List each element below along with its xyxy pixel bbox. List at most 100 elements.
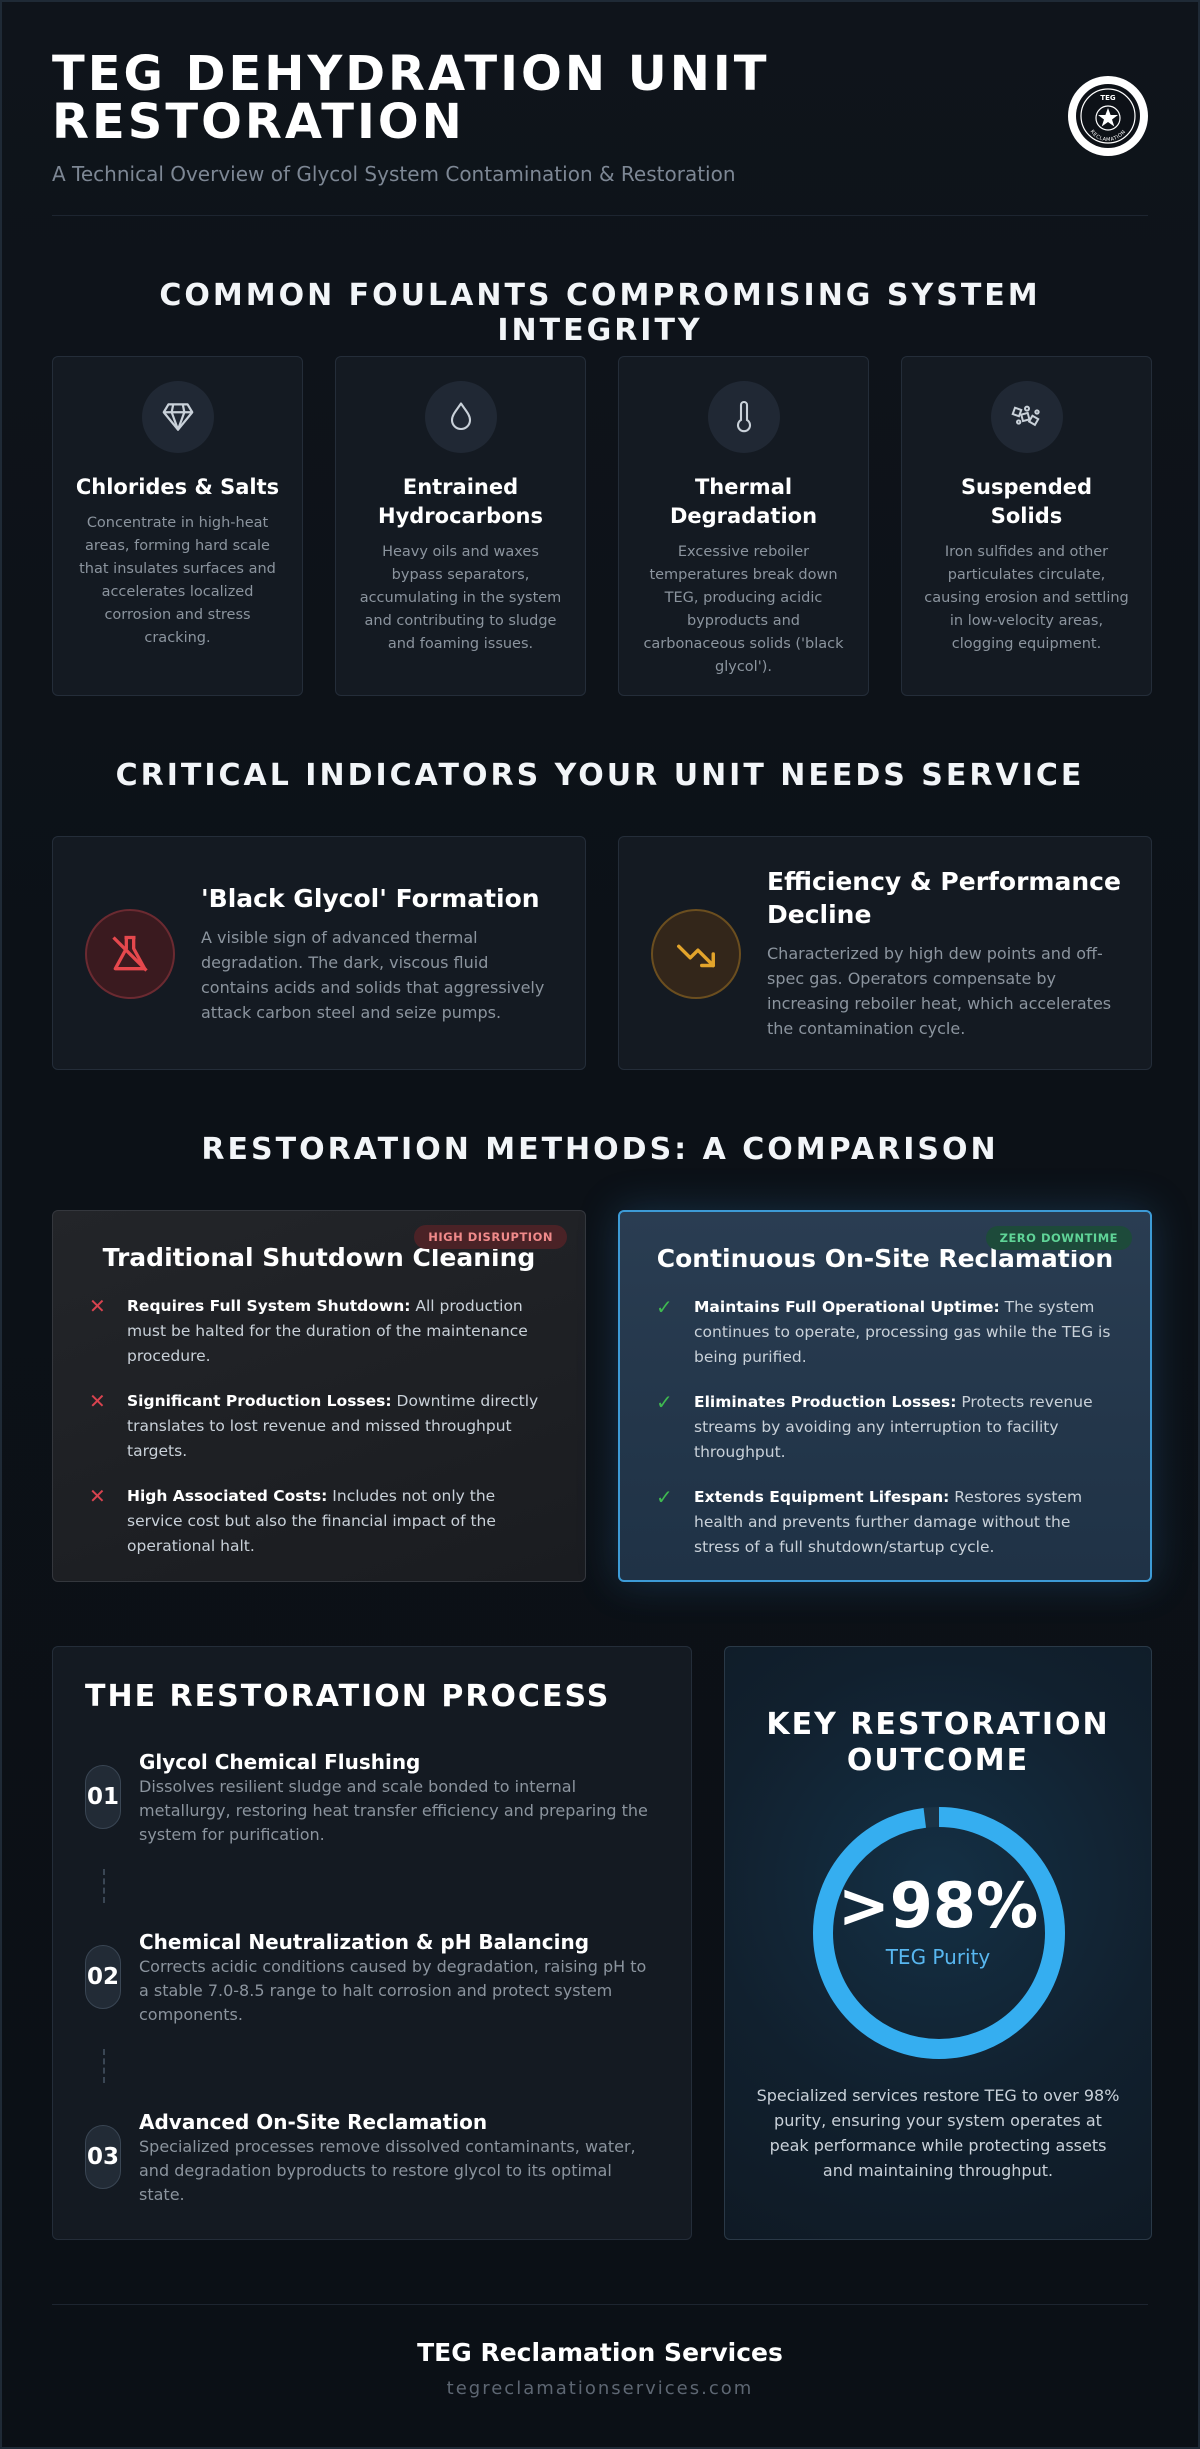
indicator-title: Efficiency & Performance Decline [767,867,1121,929]
foulant-card-solids: Suspended Solids Iron sulfides and other… [901,356,1152,696]
step-connector [103,2049,105,2083]
key-outcome-panel: KEY RESTORATION OUTCOME >98% TEG Purity … [724,1646,1152,2240]
foulant-title: Suspended Solids [960,475,1093,528]
list-item: ✕ Significant Production Losses: Downtim… [83,1389,555,1464]
foulant-card-chlorides: Chlorides & Salts Concentrate in high-he… [52,356,303,696]
logo-top-text: TEG [1100,94,1116,102]
step-desc: Corrects acidic conditions caused by deg… [139,1957,647,2024]
trend-down-icon [651,909,741,999]
page-title: TEG DEHYDRATION UNIT RESTORATION [52,46,770,150]
star-seal-icon: TEG RECLAMATION [1080,88,1136,144]
foulant-desc: Concentrate in high-heat areas, forming … [79,515,276,646]
item-text: All production must be halted for the du… [127,1297,528,1365]
zero-downtime-badge: ZERO DOWNTIME [985,1226,1132,1250]
indicator-card-black-glycol: 'Black Glycol' Formation A visible sign … [52,836,586,1070]
indicator-desc: Characterized by high dew points and off… [767,944,1112,1038]
process-step-3: 03 Advanced On-Site Reclamation Speciali… [85,2109,651,2229]
foulant-desc: Excessive reboiler temperatures break do… [643,544,844,675]
footer-divider [52,2304,1148,2305]
outcome-label: TEG Purity [885,1945,991,1969]
indicator-desc: A visible sign of advanced thermal degra… [201,927,545,1022]
continuous-reclamation-card: ZERO DOWNTIME Continuous On-Site Reclama… [618,1210,1152,1582]
step-title: Glycol Chemical Flushing [139,1750,421,1774]
step-text: Glycol Chemical Flushing Dissolves resil… [139,1749,651,1847]
item-heading: Maintains Full Operational Uptime: [694,1298,1000,1316]
foulant-desc: Iron sulfides and other particulates cir… [924,544,1129,652]
particles-icon [990,381,1063,453]
process-title: THE RESTORATION PROCESS [85,1679,611,1714]
step-desc: Dissolves resilient sludge and scale bon… [139,1777,648,1844]
item-heading: Significant Production Losses: [127,1392,392,1410]
list-item: ✕ High Associated Costs: Includes not on… [83,1484,555,1559]
foulant-title: Chlorides & Salts [75,475,280,499]
item-heading: High Associated Costs: [127,1487,328,1505]
logo-bottom-text: RECLAMATION [1089,129,1127,143]
footer-website-link[interactable]: tegreclamationservices.com [446,2378,754,2399]
foulant-title: Thermal Degradation [669,475,818,528]
step-number: 02 [85,1945,121,2009]
svg-text:RECLAMATION: RECLAMATION [1089,129,1128,143]
foulant-card-thermal: Thermal Degradation Excessive reboiler t… [618,356,869,696]
step-desc: Specialized processes remove dissolved c… [139,2137,636,2204]
foulants-grid: Chlorides & Salts Concentrate in high-he… [52,356,1152,696]
check-mark-icon: ✓ [656,1390,673,1414]
step-title: Advanced On-Site Reclamation [139,2110,488,2134]
item-text: Includes not only the service cost but a… [127,1487,496,1555]
process-step-1: 01 Glycol Chemical Flushing Dissolves re… [85,1749,651,1869]
item-text: Protects revenue streams by avoiding any… [694,1393,1093,1461]
list-item: ✓ Extends Equipment Lifespan: Restores s… [650,1485,1120,1560]
foulant-desc: Heavy oils and waxes bypass separators, … [359,544,562,652]
step-number: 03 [85,2125,121,2189]
foulant-title: Entrained Hydrocarbons [378,475,543,528]
item-text: Downtime directly translates to lost rev… [127,1392,539,1460]
check-mark-icon: ✓ [656,1295,673,1319]
comparison-grid: HIGH DISRUPTION Traditional Shutdown Cle… [52,1210,1152,1582]
list-item: ✓ Maintains Full Operational Uptime: The… [650,1295,1120,1370]
logo-seal: TEG RECLAMATION [1076,84,1140,148]
x-mark-icon: ✕ [89,1484,106,1508]
page-subtitle: A Technical Overview of Glycol System Co… [52,162,736,186]
comparison-section-title: RESTORATION METHODS: A COMPARISON [201,1132,999,1167]
droplet-icon [424,381,497,453]
outcome-title: KEY RESTORATION OUTCOME [766,1707,1110,1778]
item-heading: Extends Equipment Lifespan: [694,1488,950,1506]
list-item: ✕ Requires Full System Shutdown: All pro… [83,1294,555,1369]
company-logo: TEG RECLAMATION [1068,76,1148,156]
gem-icon [141,381,214,453]
check-mark-icon: ✓ [656,1485,673,1509]
indicators-grid: 'Black Glycol' Formation A visible sign … [52,836,1152,1070]
restoration-process-panel: THE RESTORATION PROCESS 01 Glycol Chemic… [52,1646,692,2240]
step-text: Advanced On-Site Reclamation Specialized… [139,2109,651,2207]
step-number: 01 [85,1765,121,1829]
thermometer-icon [707,381,780,453]
step-text: Chemical Neutralization & pH Balancing C… [139,1929,651,2027]
indicator-card-efficiency: Efficiency & Performance Decline Charact… [618,836,1152,1070]
process-step-2: 02 Chemical Neutralization & pH Balancin… [85,1929,651,2049]
item-text: Restores system health and prevents furt… [694,1488,1083,1556]
high-disruption-badge: HIGH DISRUPTION [414,1225,567,1249]
list-item: ✓ Eliminates Production Losses: Protects… [650,1390,1120,1465]
foulants-section-title: COMMON FOULANTS COMPROMISING SYSTEM INTE… [159,278,1041,348]
foulant-card-hydrocarbons: Entrained Hydrocarbons Heavy oils and wa… [335,356,586,696]
indicator-text: 'Black Glycol' Formation A visible sign … [201,837,555,1069]
traditional-cleaning-card: HIGH DISRUPTION Traditional Shutdown Cle… [52,1210,586,1582]
item-text: The system continues to operate, process… [694,1298,1111,1366]
step-connector [103,1869,105,1903]
purity-ring [813,1807,1065,2059]
purity-ring-fill [813,1807,1065,2059]
item-heading: Requires Full System Shutdown: [127,1297,411,1315]
header: TEG DEHYDRATION UNIT RESTORATION A Techn… [52,50,1148,200]
item-heading: Eliminates Production Losses: [694,1393,957,1411]
footer-company-name: TEG Reclamation Services [417,2338,783,2367]
step-title: Chemical Neutralization & pH Balancing [139,1930,590,1954]
x-mark-icon: ✕ [89,1294,106,1318]
x-mark-icon: ✕ [89,1389,106,1413]
header-divider [52,215,1148,216]
flask-off-icon [85,909,175,999]
indicator-title: 'Black Glycol' Formation [201,883,540,913]
indicator-text: Efficiency & Performance Decline Charact… [767,837,1121,1069]
indicators-section-title: CRITICAL INDICATORS YOUR UNIT NEEDS SERV… [115,758,1085,793]
outcome-value: >98% [837,1869,1039,1942]
outcome-desc: Specialized services restore TEG to over… [756,2086,1120,2180]
